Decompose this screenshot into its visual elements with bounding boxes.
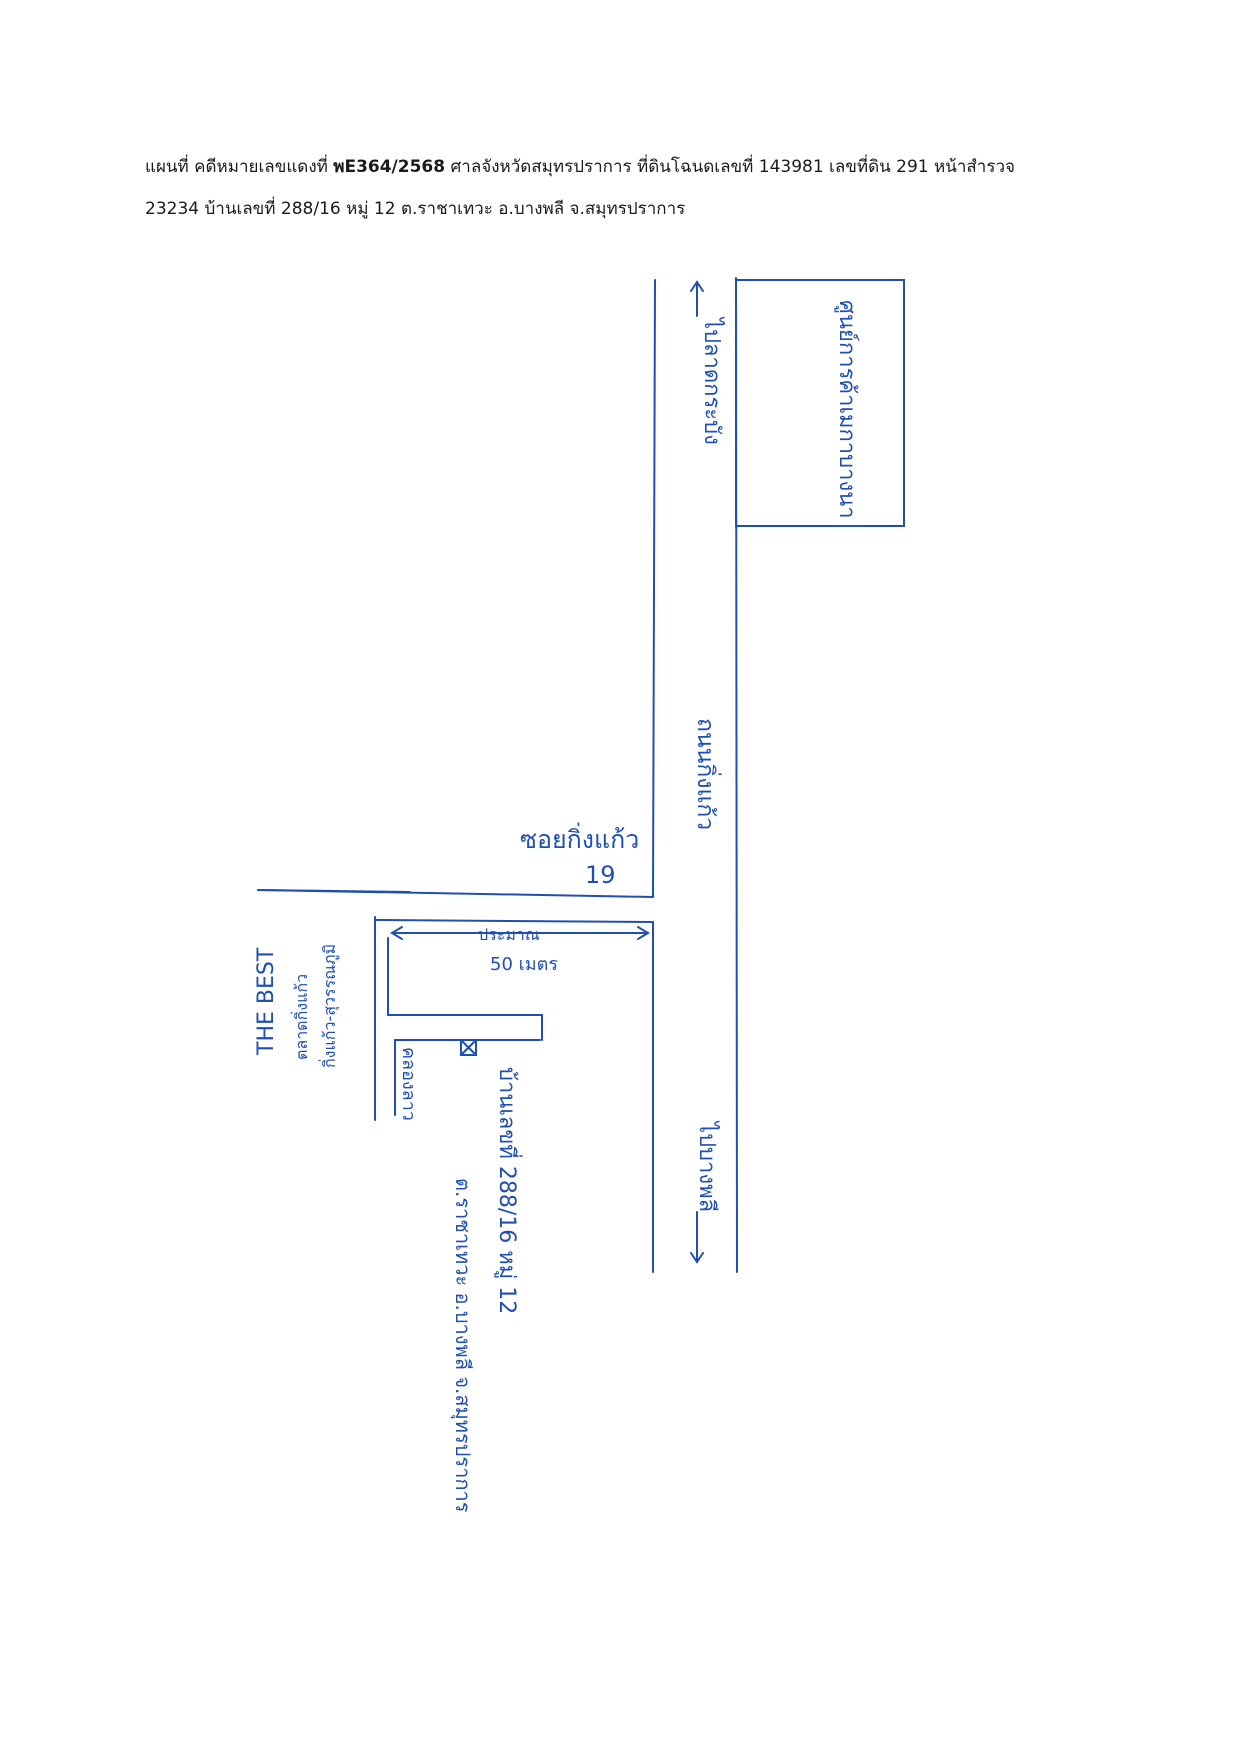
distance-arrow-right-head — [637, 926, 650, 940]
label-main-road: ถนนกิ่งแก้ว — [692, 718, 722, 830]
soi-bottom-edge — [374, 919, 654, 923]
header-suffix: ศาลจังหวัดสมุทรปราการ ที่ดินโฉนดเลขที่ 1… — [445, 157, 1015, 177]
label-distance-2: 50 เมตร — [490, 954, 558, 975]
label-soi-no: 19 — [585, 861, 616, 889]
label-the-best-sub2: กิ่งแก้ว-สุวรรณภูมิ — [318, 944, 340, 1068]
house-marker-cross-2 — [460, 1039, 477, 1056]
label-to-bottom: ไปบางพลี — [694, 1120, 720, 1212]
arrow-up-head — [690, 280, 704, 292]
label-house: บ้านเลขที่ 288/16 หมู่ 12 — [494, 1067, 523, 1314]
case-number: พE364/2568 — [333, 157, 446, 177]
soi-top-edge-extra — [257, 889, 411, 893]
header-line-2: 23234 บ้านเลขที่ 288/16 หมู่ 12 ต.ราชาเท… — [145, 199, 686, 219]
label-canal: คลองลาว — [398, 1047, 419, 1121]
map-header: แผนที่ คดีหมายเลขแดงที่ พE364/2568 ศาลจั… — [145, 146, 1105, 230]
label-address: ต.ราชาเทวะ อ.บางพลี จ.สมุทรปราการ — [450, 1178, 475, 1513]
header-line-1: แผนที่ คดีหมายเลขแดงที่ พE364/2568 ศาลจั… — [145, 146, 1105, 188]
label-soi: ซอยกิ่งแก้ว — [520, 822, 639, 854]
arrow-down-head — [690, 1252, 704, 1264]
main-road-left-edge — [652, 279, 656, 898]
distance-arrow-left-head — [390, 926, 403, 940]
house-marker — [460, 1039, 477, 1056]
mall-box — [735, 279, 905, 527]
label-the-best-sub1: ตลาดกิ่งแก้ว — [290, 974, 311, 1060]
header-prefix: แผนที่ คดีหมายเลขแดงที่ — [145, 157, 334, 177]
label-distance-1: ประมาณ — [478, 925, 540, 944]
label-to-top: ไปลาดกระบัง — [699, 316, 725, 445]
label-mall: ศูนย์การค้าเมกาบางนา — [834, 300, 859, 519]
label-the-best: THE BEST — [254, 947, 279, 1056]
